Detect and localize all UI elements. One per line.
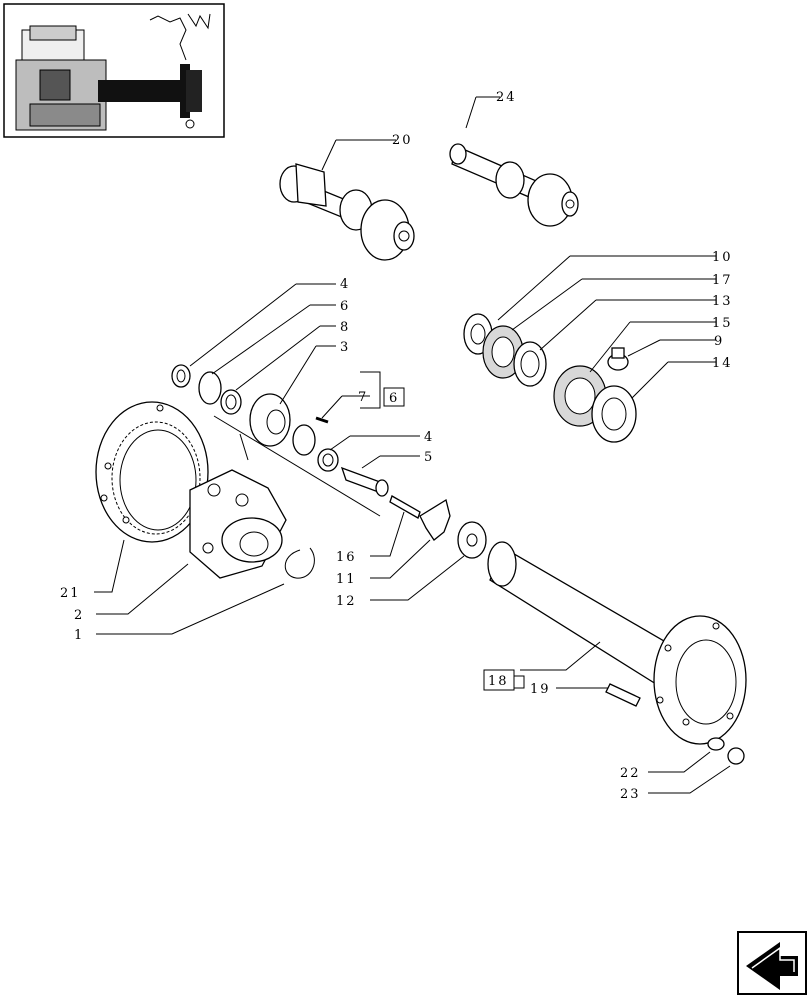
callout-6: 6 bbox=[340, 299, 350, 314]
callout-11: 11 bbox=[336, 572, 357, 587]
callout-16: 16 bbox=[336, 550, 357, 565]
callout-1: 1 bbox=[74, 628, 84, 643]
splined-shaft-20 bbox=[279, 163, 415, 261]
callout-4-upper: 4 bbox=[340, 277, 350, 292]
callout-21: 21 bbox=[60, 586, 81, 601]
ring-gear-21 bbox=[95, 401, 209, 543]
callout-13: 13 bbox=[712, 294, 733, 309]
callout-12: 12 bbox=[336, 594, 357, 609]
callout-20: 20 bbox=[392, 133, 413, 148]
callout-17: 17 bbox=[712, 273, 733, 288]
planet-carrier-2 bbox=[189, 469, 287, 579]
callout-labels: 20 24 10 17 13 15 9 14 4 6 8 3 7 6 4 5 2… bbox=[60, 90, 733, 802]
callout-19: 19 bbox=[530, 682, 551, 697]
callout-6-box: 6 bbox=[389, 391, 399, 406]
bearing-assembly bbox=[463, 313, 547, 387]
callout-3: 3 bbox=[340, 340, 350, 355]
callout-9: 9 bbox=[714, 334, 724, 349]
callout-24: 24 bbox=[496, 90, 517, 105]
callout-5: 5 bbox=[424, 450, 434, 465]
seal-assembly bbox=[553, 347, 637, 443]
callout-7: 7 bbox=[358, 390, 368, 405]
callout-8: 8 bbox=[340, 320, 350, 335]
pin-bolt-retainer bbox=[340, 466, 487, 559]
next-page-arrow-icon[interactable] bbox=[737, 931, 807, 995]
callout-22: 22 bbox=[620, 766, 641, 781]
leader-lines bbox=[94, 96, 731, 794]
snap-ring-1 bbox=[284, 547, 315, 579]
location-thumbnail-icon[interactable] bbox=[3, 3, 225, 138]
callout-18-box: 18 bbox=[488, 674, 509, 689]
callout-4-lower: 4 bbox=[424, 430, 434, 445]
planet-gear-parts bbox=[171, 364, 339, 472]
callout-15: 15 bbox=[712, 316, 733, 331]
splined-shaft-24 bbox=[449, 143, 579, 227]
callout-14: 14 bbox=[712, 356, 733, 371]
callout-2: 2 bbox=[74, 608, 84, 623]
callout-23: 23 bbox=[620, 787, 641, 802]
callout-10: 10 bbox=[712, 250, 733, 265]
axle-shaft-18 bbox=[487, 541, 747, 765]
